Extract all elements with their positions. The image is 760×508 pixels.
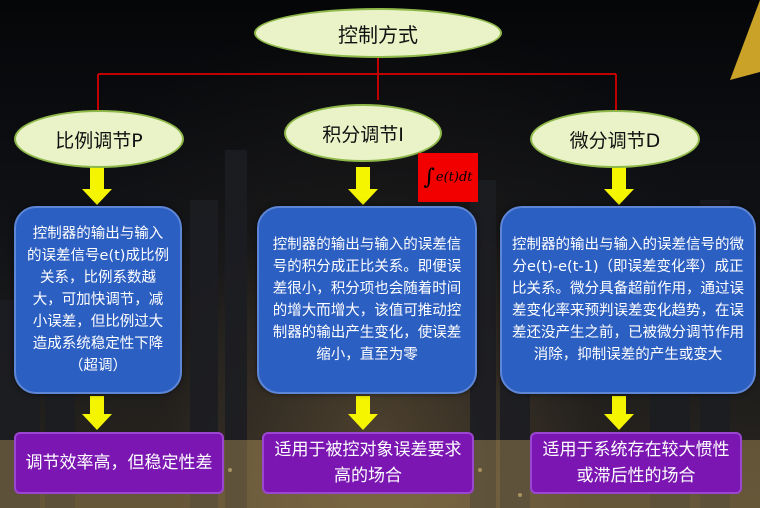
desc-i-text: 控制器的输出与输入的误差信号的积分成正比关系。即便误差很小，积分项也会随着时间的… xyxy=(272,237,462,363)
root-node: 控制方式 xyxy=(254,8,502,58)
result-box-p: 调节效率高，但稳定性差 xyxy=(14,432,224,494)
node-p: 比例调节P xyxy=(14,110,184,168)
desc-p-text: 控制器的输出与输入的误差信号e(t)成比例关系，比例系数越大，可加快调节，减小误… xyxy=(27,226,169,374)
integral-formula-label: e(t)dt xyxy=(435,170,473,185)
integral-sign: ∫ xyxy=(423,165,435,190)
arrow-icon xyxy=(604,167,634,205)
gold-corner-decoration xyxy=(730,0,760,80)
arrow-icon xyxy=(82,167,112,205)
node-i: 积分调节I xyxy=(284,104,442,162)
node-d: 微分调节D xyxy=(530,110,700,168)
node-d-title: 微分调节D xyxy=(569,129,661,152)
root-label: 控制方式 xyxy=(338,22,418,47)
desc-box-p: 控制器的输出与输入的误差信号e(t)成比例关系，比例系数越大，可加快调节，减小误… xyxy=(14,206,182,394)
result-p-text: 调节效率高，但稳定性差 xyxy=(25,453,213,473)
desc-box-i: 控制器的输出与输入的误差信号的积分成正比关系。即便误差很小，积分项也会随着时间的… xyxy=(257,206,477,394)
desc-d-text: 控制器的输出与输入的误差信号的微分e(t)-e(t-1)（即误差变化率）成正比关… xyxy=(512,237,744,363)
result-box-i: 适用于被控对象误差要求高的场合 xyxy=(262,432,474,494)
result-d-text: 适用于系统存在较大惯性或滞后性的场合 xyxy=(542,440,730,486)
desc-box-d: 控制器的输出与输入的误差信号的微分e(t)-e(t-1)（即误差变化率）成正比关… xyxy=(500,206,756,394)
result-i-text: 适用于被控对象误差要求高的场合 xyxy=(274,440,462,486)
arrow-icon xyxy=(82,396,112,430)
arrow-icon xyxy=(348,396,378,430)
integral-formula: ∫ e(t)dt xyxy=(418,153,478,202)
result-box-d: 适用于系统存在较大惯性或滞后性的场合 xyxy=(530,432,742,494)
node-i-title: 积分调节I xyxy=(322,123,404,146)
node-p-title: 比例调节P xyxy=(55,129,143,152)
arrow-icon xyxy=(604,396,634,430)
arrow-icon xyxy=(348,167,378,205)
